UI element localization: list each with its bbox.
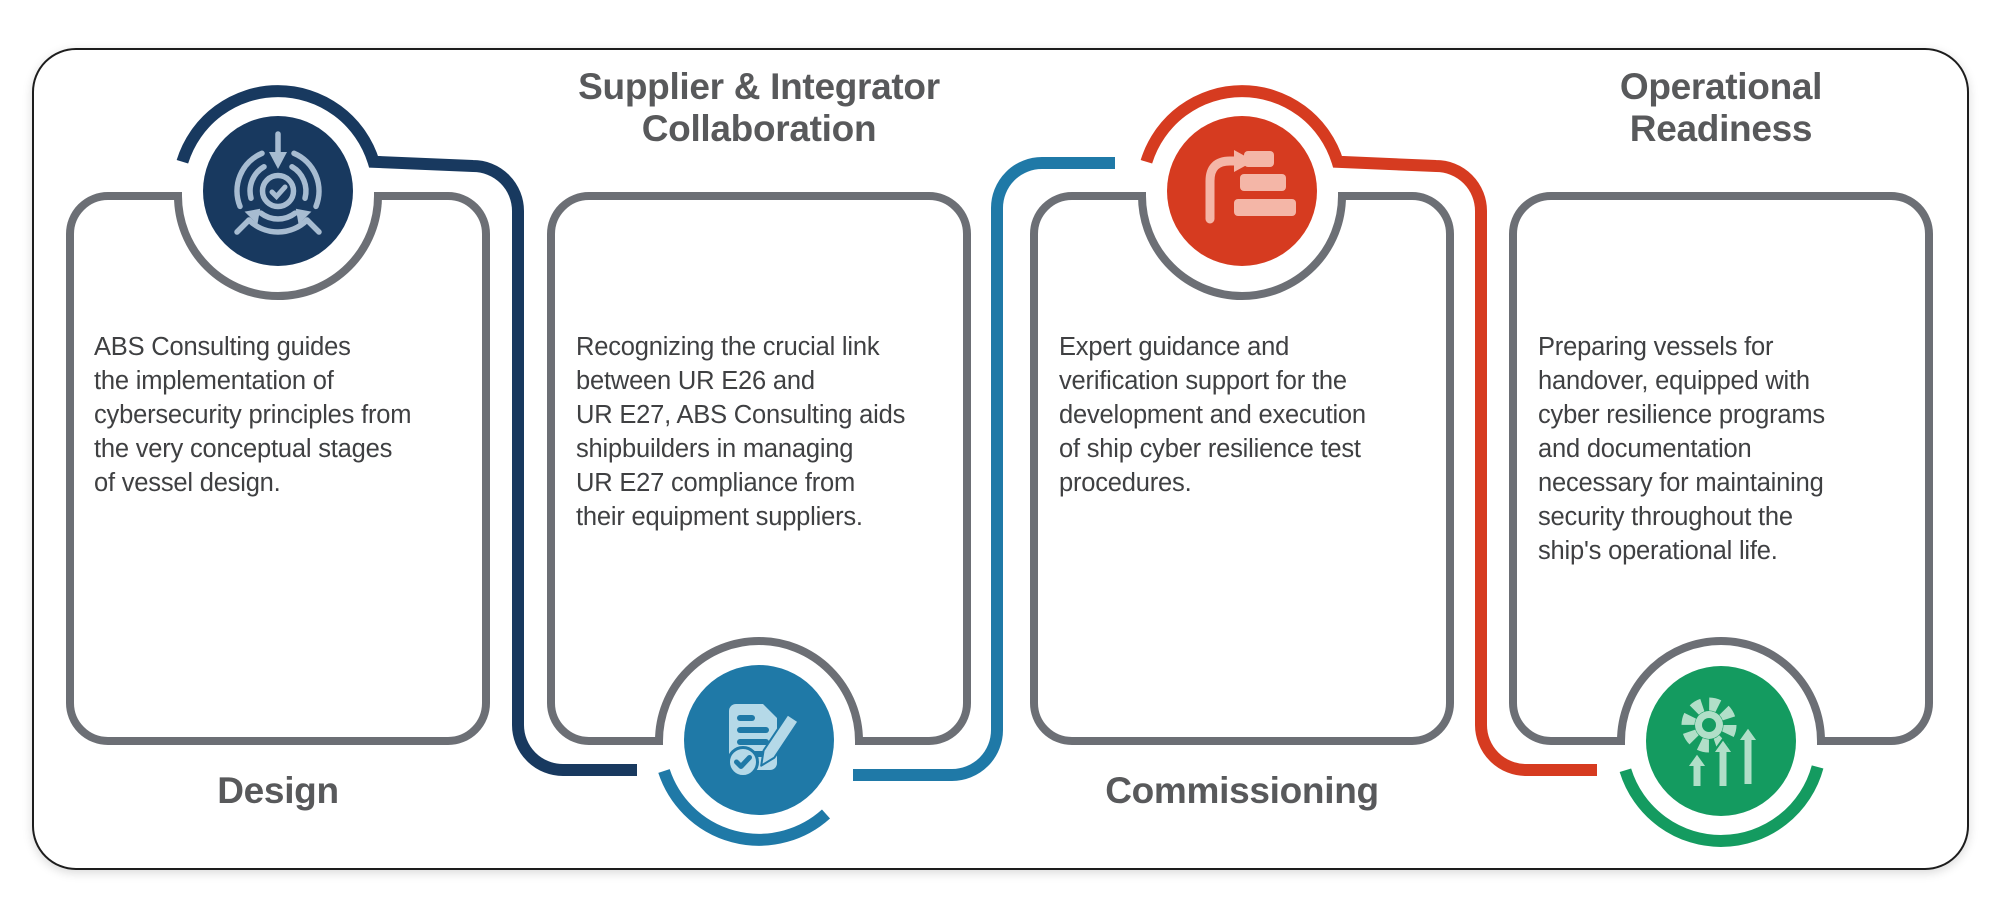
card-border-supplier [547, 192, 971, 745]
card-border-commissioning [1030, 192, 1454, 745]
card-border-operational [1509, 192, 1933, 745]
stage-connectors [176, 85, 1824, 847]
stage-body-supplier: Recognizing the crucial link between UR … [576, 333, 906, 531]
commissioning-icon-circle [1167, 116, 1317, 266]
stage-title-operational-readiness: Operational Readiness [1619, 66, 1823, 149]
stage-body-design: ABS Consulting guides the implementation… [94, 333, 412, 497]
connector-commissioning-to-operational [1140, 85, 1597, 776]
converge-check-icon [234, 131, 322, 235]
stage-card-borders [66, 192, 1933, 745]
stage-label-design: Design [217, 770, 339, 811]
gear-growth-icon [1681, 697, 1760, 788]
supplier-icon-bottom-arc [658, 769, 831, 846]
operational-icon-bottom-arc [1619, 765, 1824, 847]
card-border-design [66, 192, 490, 745]
connector-supplier-to-commissioning [853, 157, 1115, 781]
connector-design-to-supplier [176, 85, 637, 776]
stage-label-commissioning: Commissioning [1105, 770, 1379, 811]
process-flow-icon [1205, 150, 1296, 224]
stage-body-operational: Preparing vessels for handover, equipped… [1538, 333, 1825, 565]
stage-body-commissioning: Expert guidance and verification support… [1059, 333, 1366, 497]
document-check-pencil-icon [727, 702, 800, 778]
stage-title-supplier-collaboration: Supplier & Integrator Collaboration [578, 66, 940, 149]
